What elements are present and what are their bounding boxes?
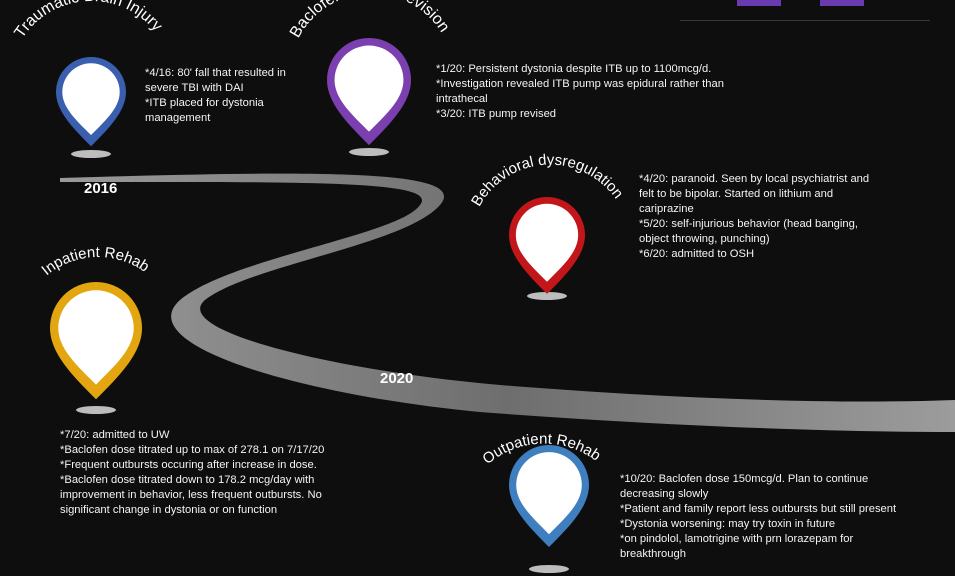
note-line: *on pindolol, lamotrigine with prn loraz… xyxy=(620,533,854,560)
note-line: *7/20: admitted to UW xyxy=(60,429,170,441)
note-line: *Frequent outbursts occuring after incre… xyxy=(60,459,317,471)
top-accent-bar xyxy=(737,0,781,6)
note-line: *Dystonia worsening: may try toxin in fu… xyxy=(620,518,836,530)
year-label-2016: 2016 xyxy=(84,180,118,197)
pin-face-behavioral xyxy=(515,203,579,282)
road-path xyxy=(60,173,955,432)
pin-face-pump-revision xyxy=(334,45,404,132)
note-line: *10/20: Baclofen dose 150mcg/d. Plan to … xyxy=(620,473,869,500)
note-line: *ITB placed for dystonia management xyxy=(145,97,264,124)
note-line: *Patient and family report less outburst… xyxy=(620,503,897,515)
pin-face-outpatient xyxy=(516,452,582,535)
year-label-2020: 2020 xyxy=(380,370,414,387)
note-line: *5/20: self-injurious behavior (head ban… xyxy=(639,218,858,245)
note-line: *4/20: paranoid. Seen by local psychiatr… xyxy=(639,173,870,215)
pin-shadow-tbi xyxy=(71,150,111,158)
note-line: *Baclofen dose titrated up to max of 278… xyxy=(60,444,325,456)
note-line: *Investigation revealed ITB pump was epi… xyxy=(436,78,724,105)
note-line: *1/20: Persistent dystonia despite ITB u… xyxy=(436,63,712,75)
milestone-notes-inpatient: *7/20: admitted to UW *Baclofen dose tit… xyxy=(60,428,350,518)
pin-face-inpatient xyxy=(58,290,134,385)
note-line: *3/20: ITB pump revised xyxy=(436,108,557,120)
pin-shadow-inpatient xyxy=(76,406,116,414)
top-divider xyxy=(680,20,930,21)
note-line: *6/20: admitted to OSH xyxy=(639,248,755,260)
pin-shadow-pump-revision xyxy=(349,148,389,156)
pin-face-tbi xyxy=(62,63,120,136)
note-line: *4/16: 80' fall that resulted in severe … xyxy=(145,67,286,94)
milestone-notes-outpatient: *10/20: Baclofen dose 150mcg/d. Plan to … xyxy=(620,472,920,562)
milestone-notes-tbi: *4/16: 80' fall that resulted in severe … xyxy=(145,66,300,126)
top-accent-bar xyxy=(820,0,864,6)
note-line: *Baclofen dose titrated down to 178.2 mc… xyxy=(60,474,322,516)
milestone-notes-behavioral: *4/20: paranoid. Seen by local psychiatr… xyxy=(639,172,884,262)
milestone-notes-pump-revision: *1/20: Persistent dystonia despite ITB u… xyxy=(436,62,756,122)
pin-shadow-outpatient xyxy=(529,565,569,573)
pin-shadow-behavioral xyxy=(527,292,567,300)
